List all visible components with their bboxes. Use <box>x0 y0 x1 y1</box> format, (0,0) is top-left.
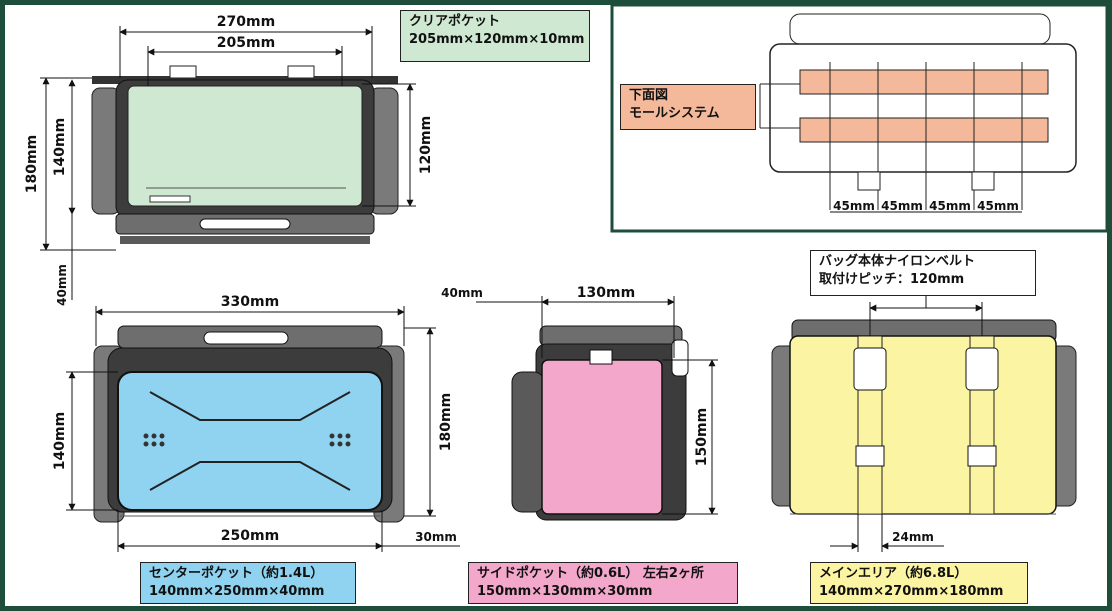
dim-label-side-height: 150mm <box>694 408 710 466</box>
dim-label-top-height-body: 140mm <box>52 118 68 176</box>
dim-label-front-pocket-width: 250mm <box>221 528 279 544</box>
buckle-left <box>853 347 887 391</box>
side-view-lid <box>539 325 683 347</box>
dim-label-side-offset: 40mm <box>441 286 483 300</box>
pitch-label-3: 45mm <box>929 199 971 213</box>
dim-label-top-pocket-height: 120mm <box>418 116 434 174</box>
molle-belt-upper <box>799 69 1049 95</box>
legend-main-line1: メインエリア（約6.8L） <box>819 566 968 581</box>
dim-label-top-height-outer: 180mm <box>24 135 40 193</box>
legend-center-line1: センターポケット（約1.4L） <box>149 566 324 581</box>
dim-label-front-height-right: 180mm <box>438 393 454 451</box>
top-view-clip-right <box>287 65 315 79</box>
bottom-view-foot-right <box>971 171 995 191</box>
top-view-clip-left <box>169 65 197 79</box>
molle-label: 下面図 モールシステム <box>620 84 756 130</box>
top-view: 270mm 205mm 180mm 140mm 40mm 120mm <box>24 14 434 306</box>
legend-center-line2: 140mm×250mm×40mm <box>149 584 325 599</box>
clear-pocket-zip-pull <box>149 195 191 203</box>
molle-label-line2: モールシステム <box>629 106 720 121</box>
side-view-clip <box>589 349 613 365</box>
buckle-right <box>965 347 999 391</box>
center-pocket <box>117 371 383 511</box>
center-pocket-ribs <box>149 391 351 491</box>
dim-label-front-offset: 30mm <box>415 530 457 544</box>
legend-side-line2: 150mm×130mm×30mm <box>477 584 653 599</box>
vent-holes-right <box>329 433 351 447</box>
bottom-view-top-cover <box>789 13 1051 45</box>
belt-pitch-note-line1: バッグ本体ナイロンベルト <box>819 254 976 269</box>
back-view: 24mm <box>771 296 1077 552</box>
dim-label-top-bottom-offset: 40mm <box>55 264 69 306</box>
clear-pocket-size: 205mm×120mm×10mm <box>409 32 585 47</box>
legend-side-pocket: サイドポケット（約0.6L） 左右2ヶ所 150mm×130mm×30mm <box>468 562 738 604</box>
pitch-label-1: 45mm <box>833 199 875 213</box>
legend-center-pocket: センターポケット（約1.4L） 140mm×250mm×40mm <box>140 562 356 604</box>
pitch-label-4: 45mm <box>977 199 1019 213</box>
dim-label-side-depth: 130mm <box>577 285 635 301</box>
molle-label-line1: 下面図 <box>629 88 669 103</box>
legend-side-line1: サイドポケット（約0.6L） 左右2ヶ所 <box>477 566 704 581</box>
molle-belt-lower <box>799 117 1049 143</box>
dim-label-top-width-inner: 205mm <box>217 35 275 51</box>
main-area <box>789 335 1057 515</box>
front-view-handle <box>203 331 289 345</box>
bottom-view-body <box>769 43 1077 173</box>
front-view: 330mm 250mm 30mm 140mm 180mm <box>52 294 460 552</box>
belt-pitch-note-line2: 取付けピッチ：120mm <box>819 272 965 287</box>
dim-label-top-width-outer: 270mm <box>217 14 275 30</box>
side-pocket <box>541 359 663 515</box>
legend-main-line2: 140mm×270mm×180mm <box>819 584 1004 599</box>
clear-pocket-title: クリアポケット <box>409 14 501 29</box>
pitch-label-2: 45mm <box>881 199 923 213</box>
side-view-front-pocket <box>511 371 545 513</box>
dim-label-front-width-outer: 330mm <box>221 294 279 310</box>
side-view: 130mm 40mm 150mm <box>441 285 718 521</box>
dim-label-belt-width: 24mm <box>892 530 934 544</box>
bottom-view: 45mm 45mm 45mm 45mm <box>610 3 1109 233</box>
top-view-bottom <box>120 236 370 244</box>
vent-holes-left <box>143 433 165 447</box>
belt-pitch-note: バッグ本体ナイロンベルト 取付けピッチ：120mm <box>810 250 1036 296</box>
loop-left <box>855 445 885 467</box>
side-view-buckle <box>671 339 689 377</box>
clear-pocket-window <box>127 85 363 207</box>
clear-pocket-label: クリアポケット 205mm×120mm×10mm <box>400 10 590 62</box>
loop-right <box>967 445 997 467</box>
bottom-view-foot-left <box>857 171 881 191</box>
top-view-buckle <box>199 218 291 230</box>
legend-main-area: メインエリア（約6.8L） 140mm×270mm×180mm <box>810 562 1028 604</box>
dim-label-front-height-left: 140mm <box>52 412 68 470</box>
